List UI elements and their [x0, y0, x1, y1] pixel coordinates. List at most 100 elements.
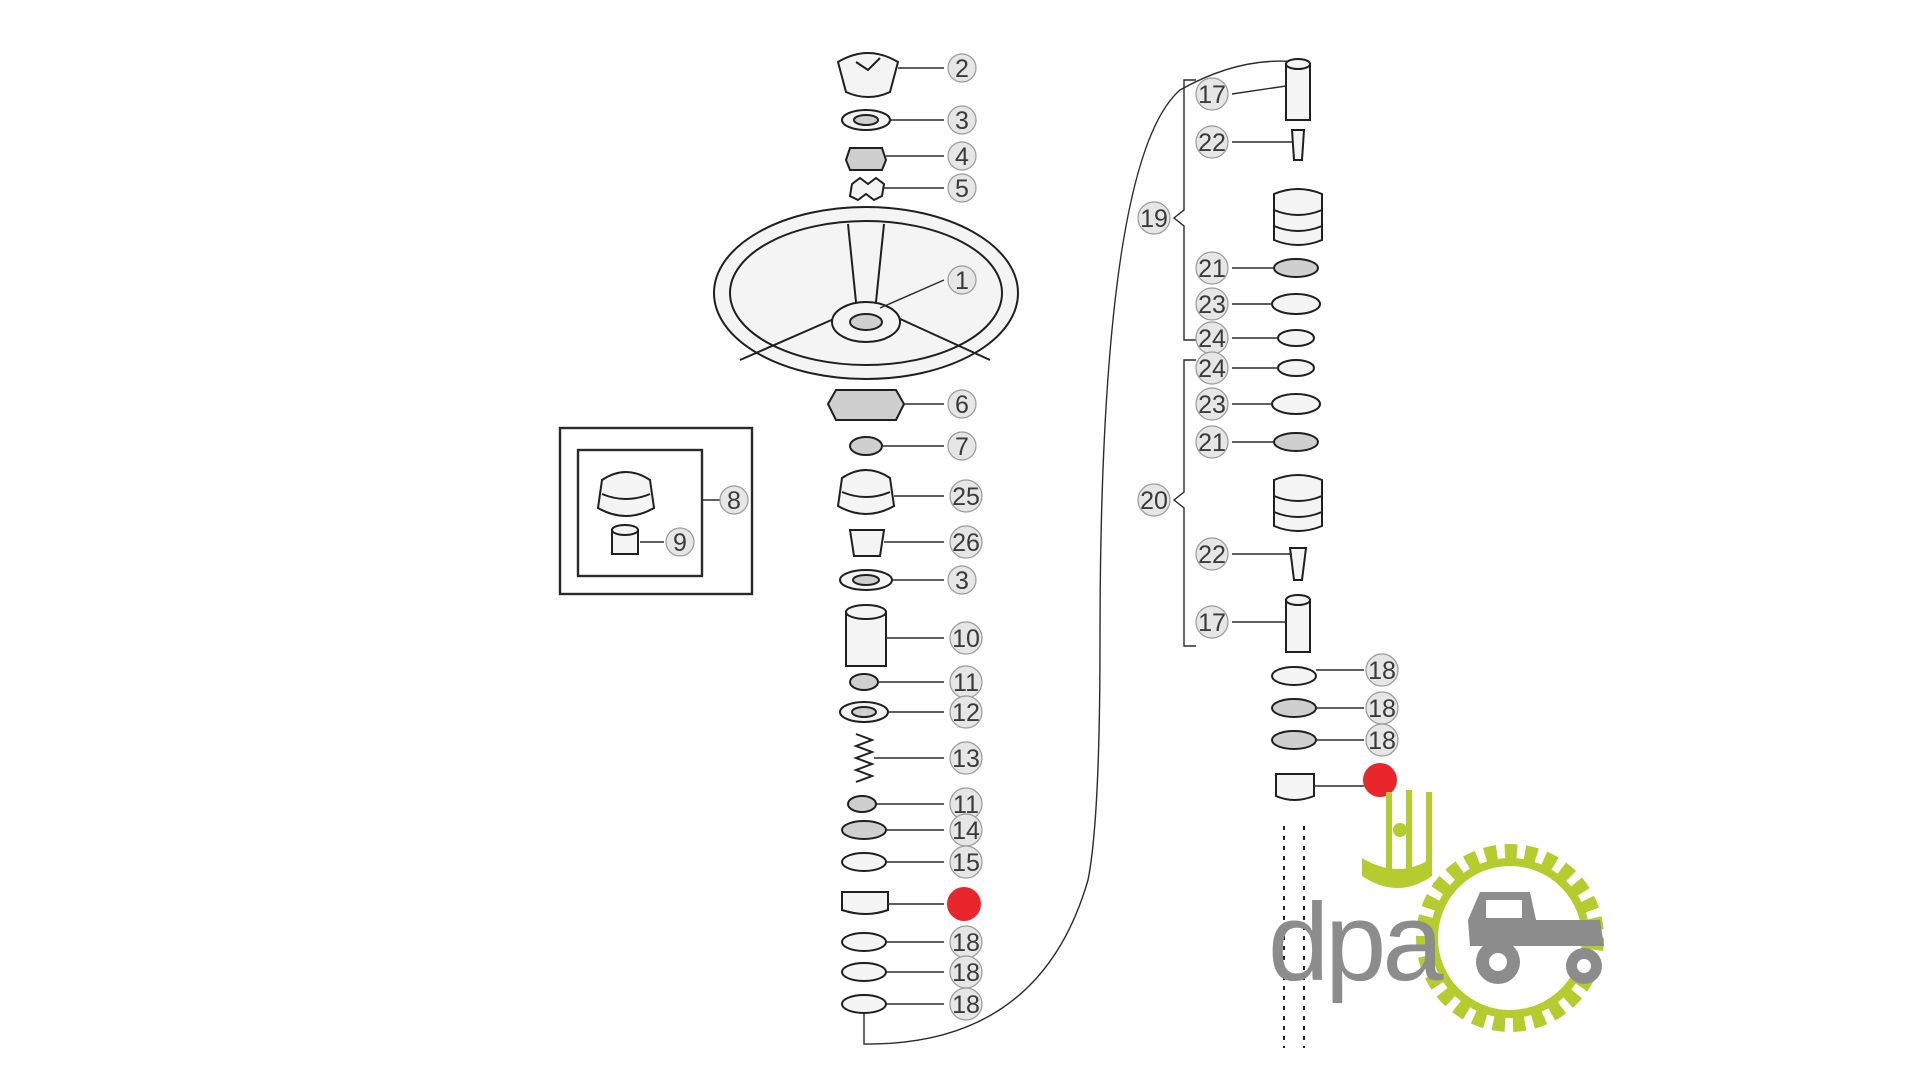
callout-9: 9 [673, 529, 687, 557]
callout-18-right-c: 18 [1368, 727, 1396, 755]
washer-lower-hole [852, 574, 880, 586]
part-ring-23-lower [1271, 393, 1321, 415]
part-steering-wheel [713, 206, 1019, 380]
part-large-nut [826, 389, 906, 421]
tractor-icon [1468, 892, 1604, 984]
thrust-washer-hole [851, 706, 877, 718]
callout-18-a: 18 [952, 929, 980, 957]
left-leaders [874, 67, 945, 1005]
callout-18-right-b: 18 [1368, 695, 1396, 723]
callout-bubble [719, 485, 749, 515]
callout-bubble [947, 53, 977, 83]
callout-bubble [1137, 483, 1171, 517]
callout-3-lower: 3 [955, 567, 969, 595]
callout-12: 12 [952, 699, 980, 727]
callout-bubble [1137, 201, 1171, 235]
part-star-washer [848, 176, 886, 202]
wheat-icon [1362, 790, 1432, 888]
callout-21-lower: 21 [1198, 429, 1226, 457]
part-spool-lower [1285, 599, 1311, 653]
part-ring-24-lower [1277, 359, 1315, 377]
callout-bubble [1195, 287, 1229, 321]
callout-17-top: 17 [1198, 81, 1226, 109]
part-valve-lower [1273, 474, 1323, 532]
callout-bubble [947, 141, 977, 171]
callout-bubble [949, 479, 983, 513]
callout-23-upper: 23 [1198, 291, 1226, 319]
callout-bubble [665, 527, 695, 557]
part-bearing-right-highlighted [1275, 773, 1315, 801]
inset-bushing [596, 471, 656, 517]
callout-bubble [947, 389, 977, 419]
brace-20 [1172, 359, 1196, 647]
callout-bubble [949, 621, 983, 655]
highlight-dot-right [1363, 763, 1397, 797]
part-shim-1 [841, 932, 887, 952]
part-valve-upper [1273, 188, 1323, 246]
callout-bubble [1365, 653, 1399, 687]
logo-text: dpa [1268, 881, 1444, 1004]
part-retainer-upper [849, 673, 879, 691]
highlight-dot-left [947, 887, 981, 921]
callout-24-lower: 24 [1198, 355, 1226, 383]
part-shim-right-3 [1271, 730, 1317, 750]
part-ring-21-upper [1273, 258, 1319, 278]
part-ring-21-lower [1273, 432, 1319, 452]
part-nut [844, 147, 888, 171]
part-ring-24-upper [1277, 329, 1315, 347]
callout-22-top: 22 [1198, 129, 1226, 157]
callout-22-lower: 22 [1198, 541, 1226, 569]
callout-13: 13 [952, 745, 980, 773]
connector-line [863, 60, 1299, 1045]
callout-14: 14 [952, 817, 980, 845]
part-seal [841, 820, 887, 840]
callout-21-upper: 21 [1198, 255, 1226, 283]
part-shim-right-1 [1271, 666, 1317, 686]
part-shim-right-2 [1271, 698, 1317, 718]
callout-6: 6 [955, 391, 969, 419]
part-tube [845, 604, 887, 667]
callout-4: 4 [955, 143, 969, 171]
callout-15: 15 [952, 849, 980, 877]
callout-bubble [1195, 605, 1229, 639]
callout-bubble [1195, 125, 1229, 159]
part-pin-lower [1288, 547, 1308, 581]
callout-bubble [1195, 425, 1229, 459]
callout-7: 7 [955, 433, 969, 461]
part-shim-2 [841, 962, 887, 982]
part-sleeve [848, 529, 886, 557]
dpa-logo: dpa [1268, 790, 1604, 1032]
callout-bubble [1195, 387, 1229, 421]
callout-bubble [947, 265, 977, 295]
callout-bubble [949, 987, 983, 1021]
part-cap [836, 52, 900, 98]
callout-bubble [1195, 351, 1229, 385]
callout-bubble [949, 695, 983, 729]
callout-26: 26 [952, 529, 980, 557]
left-column: 2 3 4 5 1 6 7 25 26 3 10 11 12 [713, 52, 1019, 1021]
part-spring [853, 733, 875, 783]
callout-23-lower: 23 [1198, 391, 1226, 419]
part-small-ring [849, 436, 883, 456]
callout-bubble [947, 565, 977, 595]
part-spool-top [1285, 63, 1311, 121]
callout-bubble [1195, 77, 1229, 111]
callout-10: 10 [952, 625, 980, 653]
callout-bubble [949, 741, 983, 775]
callout-1: 1 [955, 267, 969, 295]
part-shim-3 [841, 994, 887, 1014]
right-callouts: 17 22 19 21 23 24 24 23 21 20 22 17 18 [1137, 77, 1399, 797]
callout-18-b: 18 [952, 959, 980, 987]
callout-bubble [1365, 723, 1399, 757]
inset-box: 8 9 [558, 426, 754, 596]
callout-18-c: 18 [952, 991, 980, 1019]
right-leaders [1231, 85, 1364, 787]
part-shaft [1283, 826, 1305, 1048]
callout-8: 8 [727, 487, 741, 515]
callout-3: 3 [955, 107, 969, 135]
callout-19: 19 [1140, 205, 1168, 233]
washer-hole [853, 114, 879, 126]
callout-bubble [947, 173, 977, 203]
part-pin-top [1290, 129, 1306, 161]
callout-bubble [1195, 251, 1229, 285]
